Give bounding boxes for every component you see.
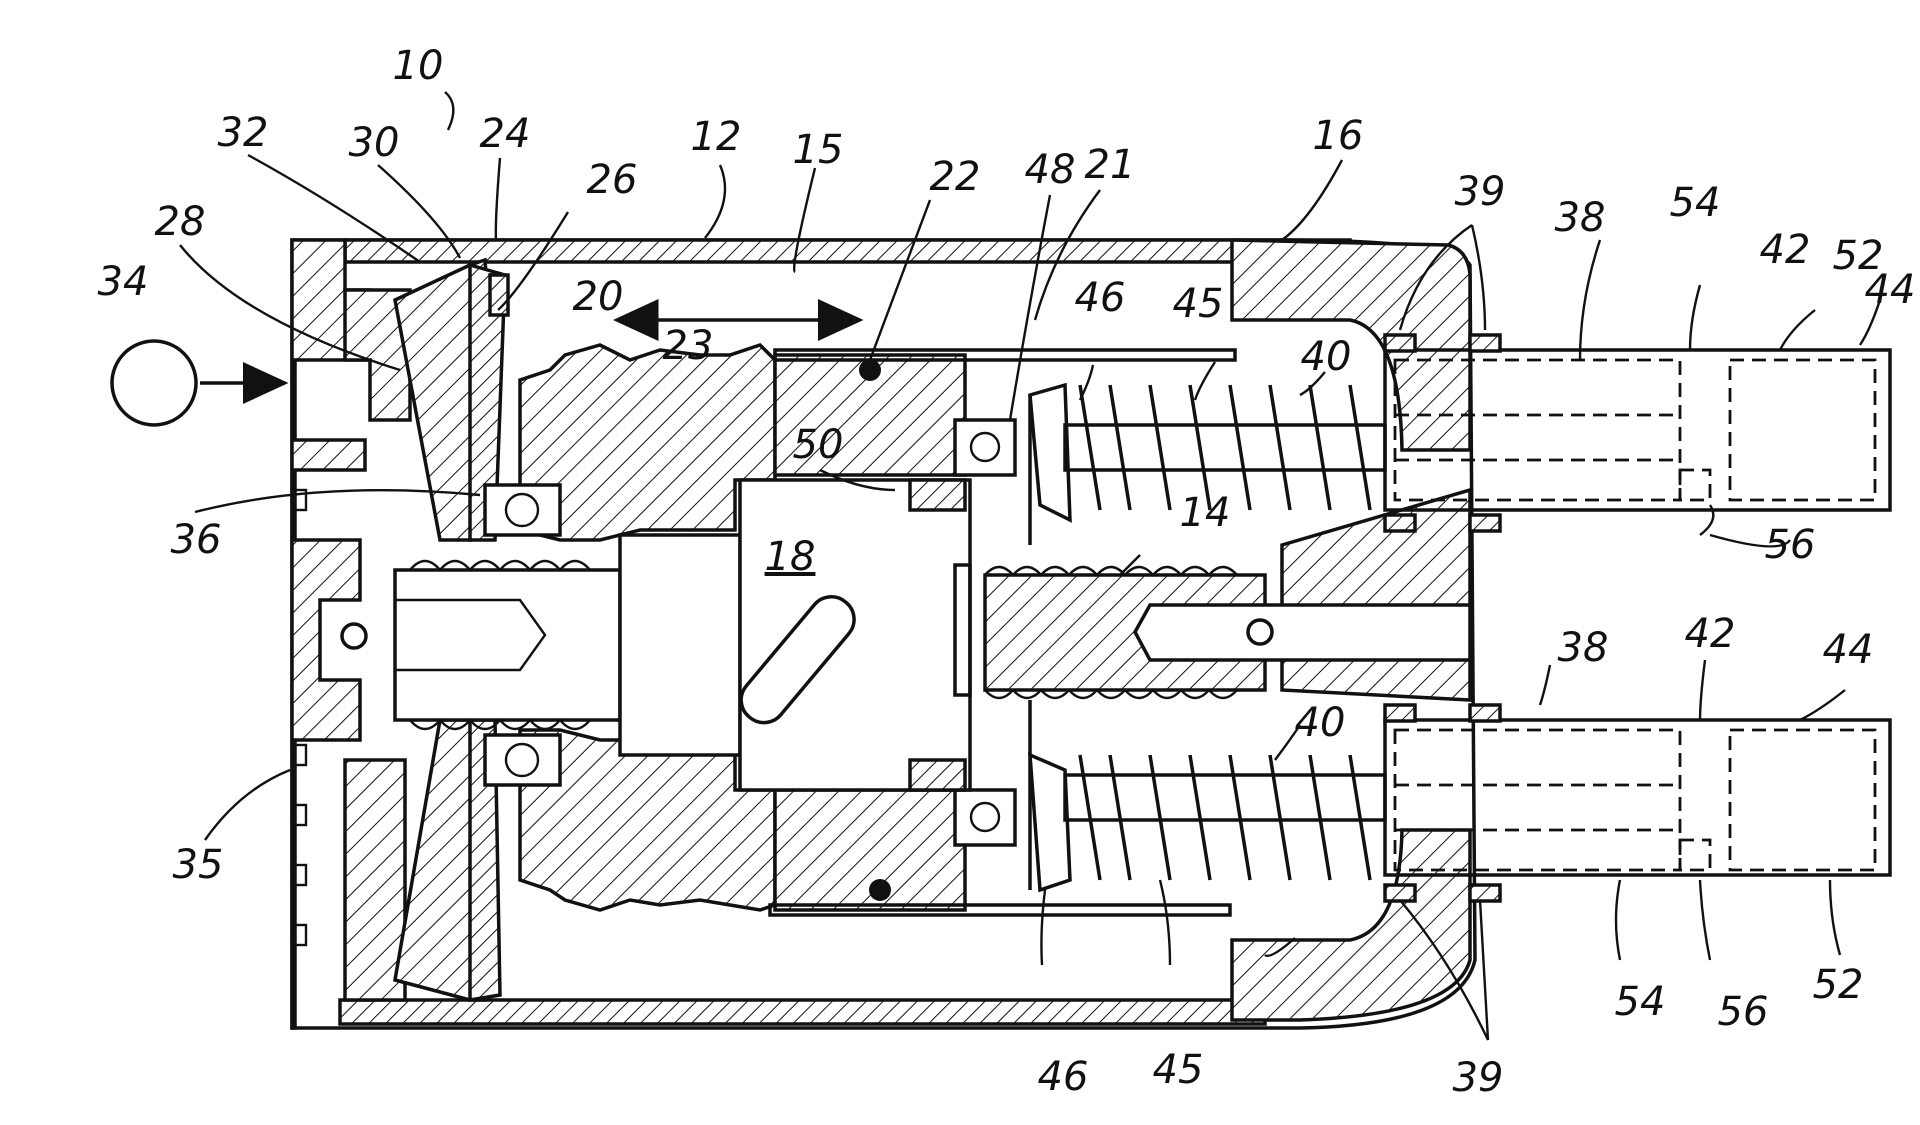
- label-28: 28: [155, 202, 206, 242]
- label-20: 20: [573, 277, 624, 317]
- label-40-top: 40: [1301, 337, 1352, 377]
- label-14: 14: [1180, 493, 1231, 533]
- label-54-top: 54: [1670, 183, 1721, 223]
- label-15: 15: [793, 130, 844, 170]
- label-38-top: 38: [1555, 198, 1606, 238]
- label-42-bottom: 42: [1685, 614, 1736, 654]
- label-21: 21: [1085, 145, 1136, 185]
- label-42-top: 42: [1760, 230, 1811, 270]
- label-50: 50: [793, 425, 844, 465]
- label-32: 32: [218, 113, 269, 153]
- label-24: 24: [480, 114, 531, 154]
- label-34: 34: [98, 262, 149, 302]
- label-22: 22: [930, 157, 981, 197]
- end-cap-35: [292, 240, 410, 1028]
- label-12: 12: [691, 117, 742, 157]
- label-38-bottom: 38: [1558, 628, 1609, 668]
- label-54-bottom: 54: [1615, 982, 1666, 1022]
- label-45-top: 45: [1173, 284, 1224, 324]
- label-46-top: 46: [1075, 278, 1126, 318]
- label-44-bottom: 44: [1823, 630, 1874, 670]
- label-52-bottom: 52: [1813, 965, 1864, 1005]
- input-34: [112, 341, 285, 425]
- label-35: 35: [173, 845, 224, 885]
- label-48: 48: [1025, 150, 1076, 190]
- label-23: 23: [663, 326, 714, 366]
- label-30: 30: [349, 123, 400, 163]
- label-44-top: 44: [1865, 270, 1916, 310]
- label-18: 18: [765, 537, 816, 577]
- label-56-bottom: 56: [1718, 992, 1769, 1032]
- label-46-bottom: 46: [1038, 1057, 1089, 1097]
- label-16: 16: [1313, 116, 1364, 156]
- label-10: 10: [393, 46, 444, 86]
- label-40-bottom: 40: [1295, 703, 1346, 743]
- label-45-bottom: 45: [1153, 1050, 1204, 1090]
- label-36: 36: [171, 520, 222, 560]
- label-56-top: 56: [1765, 525, 1816, 565]
- label-39-top: 39: [1455, 172, 1506, 212]
- label-26: 26: [587, 160, 638, 200]
- label-39-bottom: 39: [1453, 1058, 1504, 1098]
